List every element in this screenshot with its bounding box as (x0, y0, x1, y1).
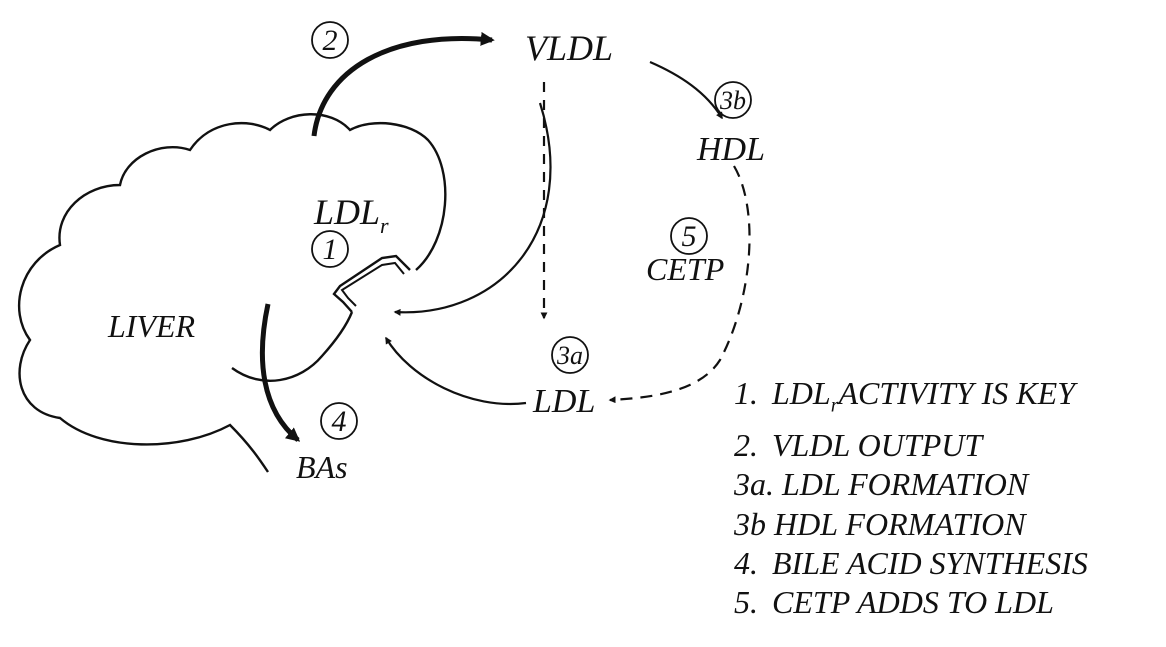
svg-text:5: 5 (682, 220, 697, 253)
svg-text:4: 4 (332, 405, 347, 438)
arrow-bile-acids (259, 303, 301, 442)
legend-item-3b: 3b HDL FORMATION (734, 505, 1026, 542)
marker-3a: 3a (551, 336, 589, 374)
ldl-receptor-notch (332, 254, 411, 313)
legend-item-5: 5. CETP ADDS TO LDL (734, 584, 1054, 621)
arrow-vldl-output (311, 31, 495, 137)
label-ldl-receptor: LDLr (313, 192, 389, 238)
legend: 1. LDLrACTIVITY IS KEY 2. VLDL OUTPUT 3a… (734, 374, 1088, 623)
marker-1: 1 (311, 230, 349, 268)
label-ldl: LDL (532, 383, 595, 420)
svg-text:3b: 3b (719, 86, 746, 115)
arrow-vldl-to-hdl (649, 60, 723, 120)
legend-item-3a: 3a. LDL FORMATION (734, 466, 1029, 503)
svg-text:2: 2 (323, 24, 338, 57)
label-vldl: VLDL (525, 28, 613, 68)
arrow-vldl-to-receptor (393, 102, 552, 316)
arrow-ldl-to-receptor (385, 336, 527, 406)
svg-text:1: 1 (323, 233, 338, 266)
label-cetp: CETP (646, 251, 724, 287)
arrow-hdl-to-ldl-cetp (608, 165, 751, 404)
legend-item-4: 4. BILE ACID SYNTHESIS (734, 545, 1088, 582)
svg-text:3a: 3a (556, 341, 583, 370)
liver-outline-lower (231, 311, 354, 382)
label-bile-acids: BAs (296, 449, 348, 485)
legend-item-1: 1. LDLrACTIVITY IS KEY (734, 375, 1075, 417)
marker-2: 2 (311, 21, 349, 59)
marker-3b: 3b (714, 81, 752, 119)
marker-4: 4 (320, 402, 358, 440)
ldl-receptor-notch-inner (340, 261, 405, 307)
marker-5: 5 (670, 217, 708, 255)
label-hdl: HDL (696, 131, 765, 168)
label-liver: LIVER (107, 308, 196, 344)
liver-outline (17, 113, 447, 473)
legend-item-2: 2. VLDL OUTPUT (734, 426, 983, 463)
